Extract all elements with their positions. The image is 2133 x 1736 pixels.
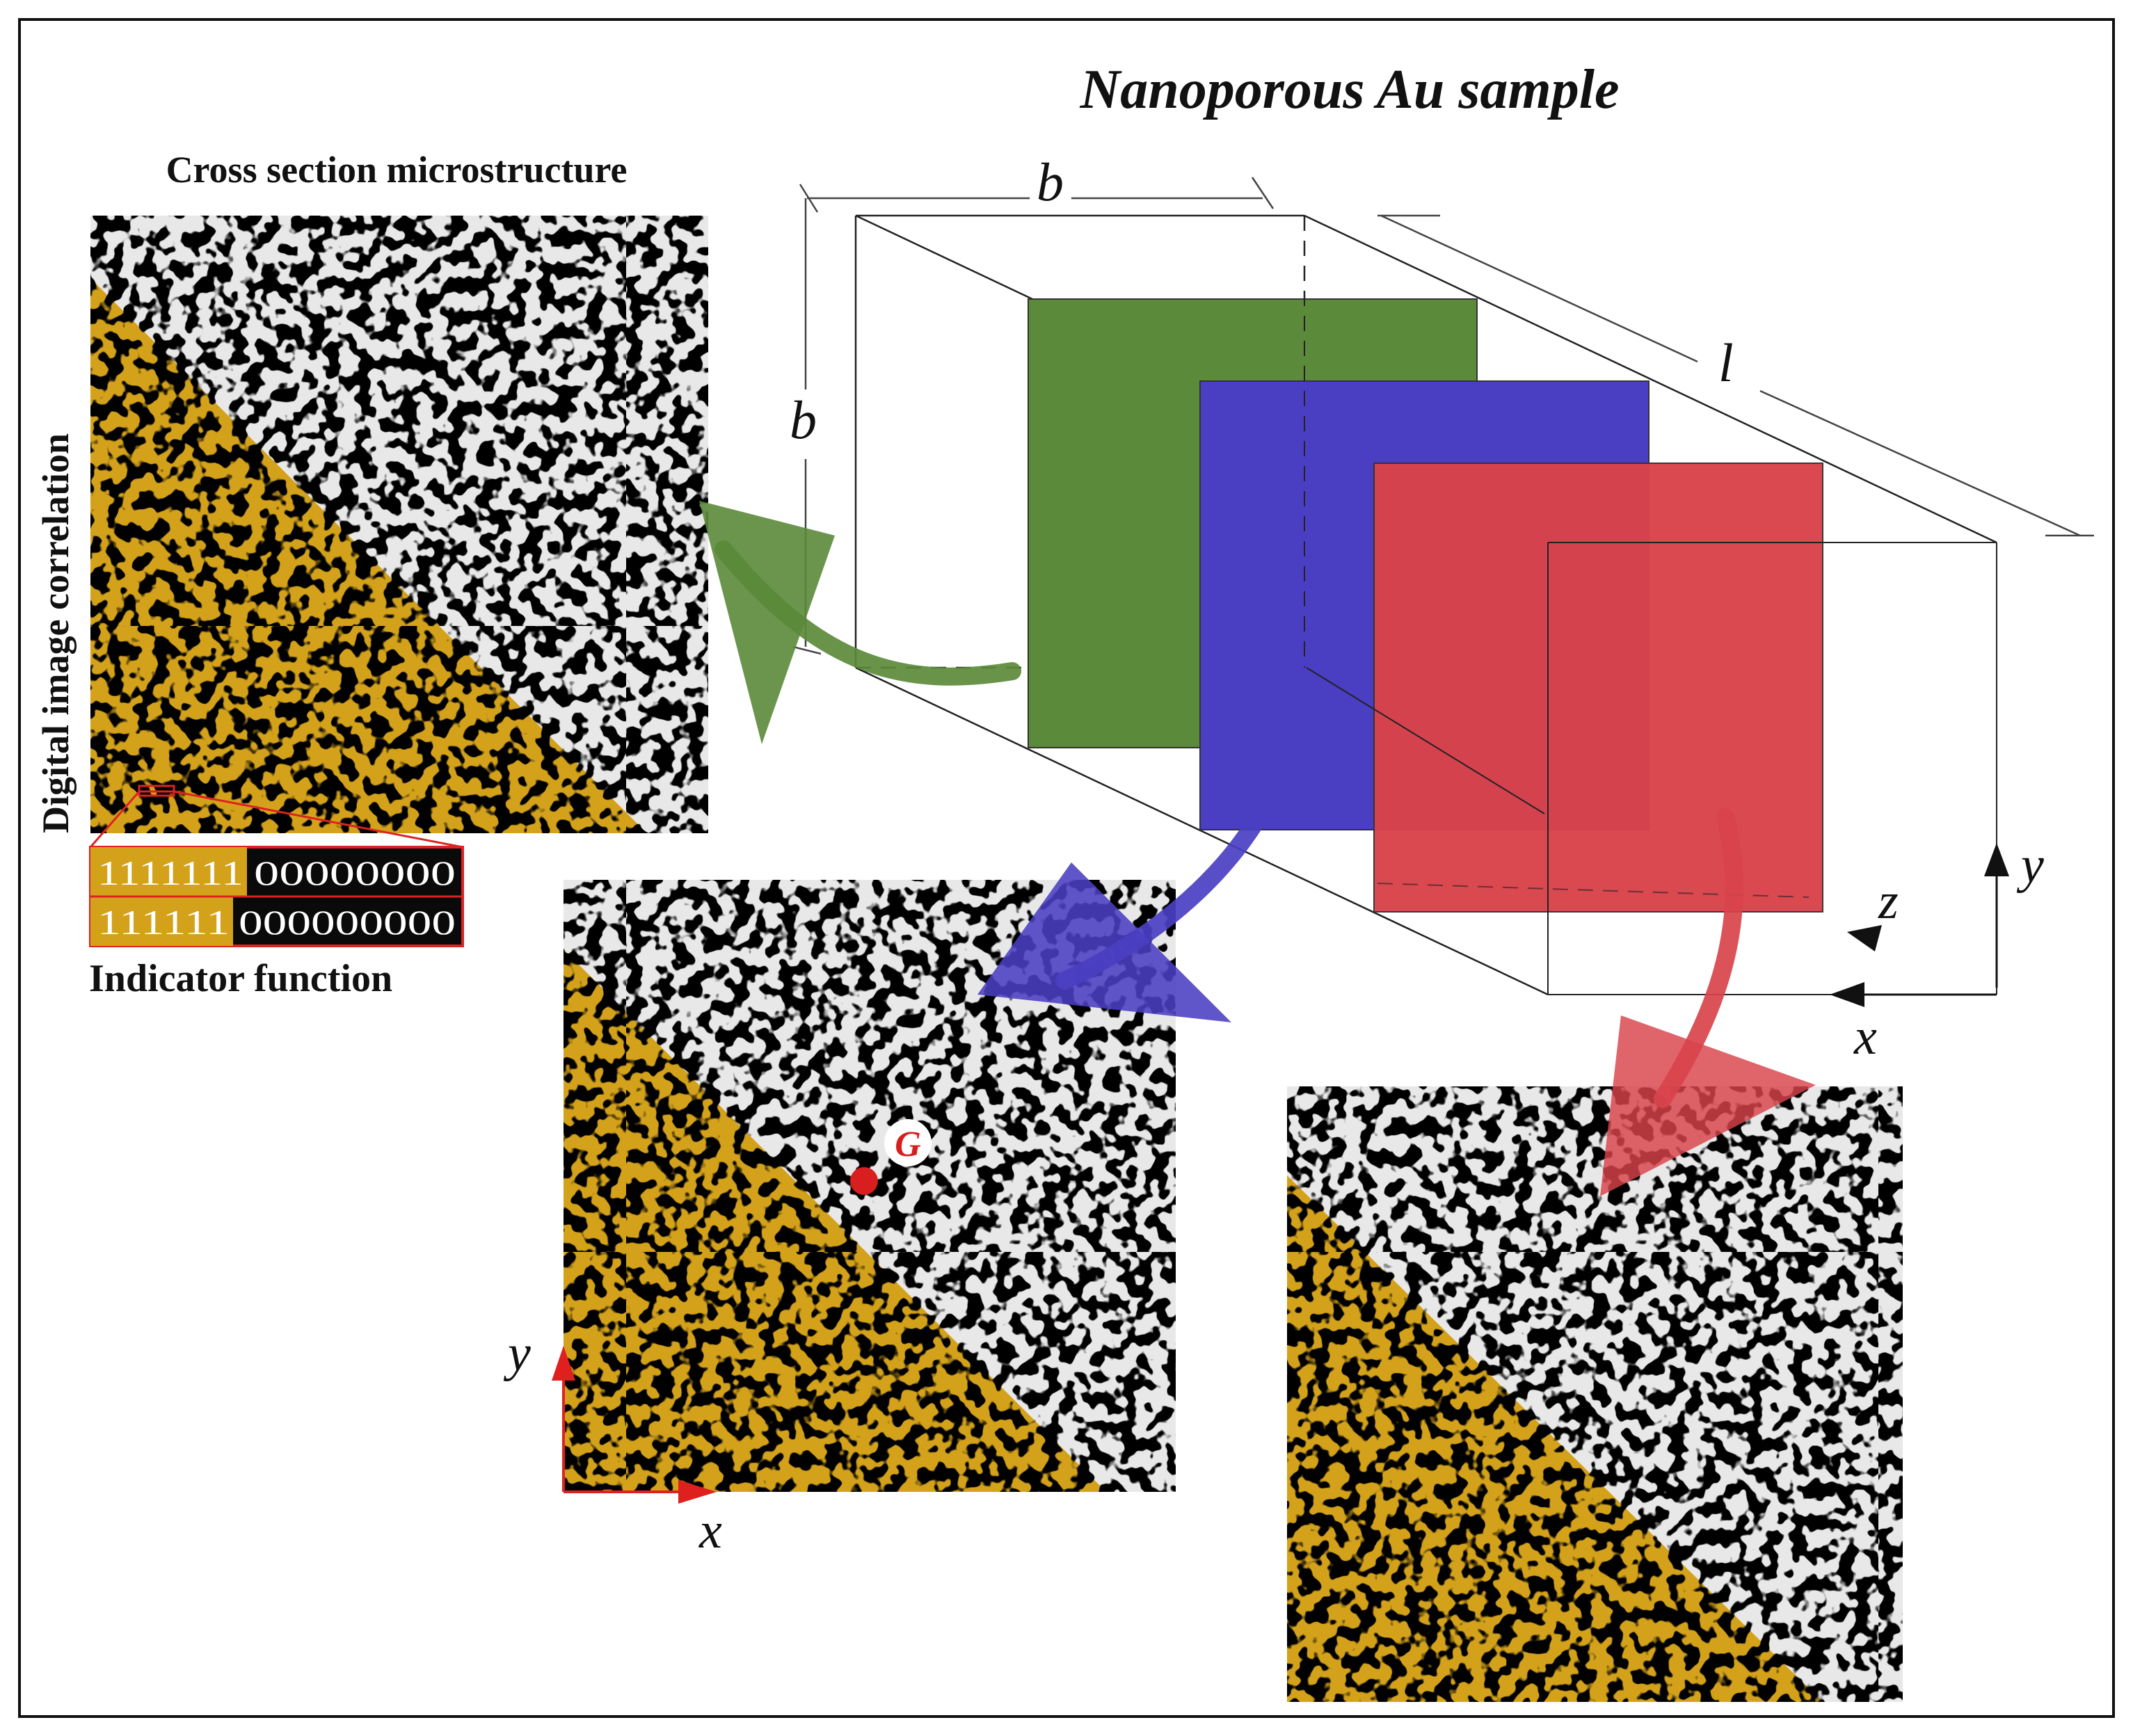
indicator-row1-ones: 1111111 <box>97 853 243 892</box>
cross-section-label: Cross section microstructure <box>166 149 628 191</box>
dimension-width-label: b <box>1037 152 1064 212</box>
figure-border <box>18 18 2115 1718</box>
dimension-height-label: b <box>790 389 817 450</box>
micrograph-panel-red <box>1287 1086 1903 1702</box>
green-arrow <box>699 501 1021 744</box>
blue-arrow <box>977 718 1303 1022</box>
dic-label: Digital image correlation <box>35 433 77 833</box>
axis-3d-z-label: z <box>1878 873 1899 930</box>
indicator-row2-zeros: 000000000 <box>239 903 456 942</box>
axes-3d <box>1830 843 2009 1007</box>
dimension-length-label: l <box>1718 332 1734 393</box>
axis-2d-y-label: y <box>503 1325 531 1382</box>
indicator-row1-zeros: 00000000 <box>254 853 456 892</box>
indicator-row2-ones: 111111 <box>97 903 230 942</box>
indicator-label: Indicator function <box>89 957 392 1000</box>
axes-2d <box>552 1346 717 1504</box>
red-arrow <box>1600 808 1816 1196</box>
axis-3d-y-label: y <box>2016 837 2044 894</box>
point-g-marker <box>850 1119 932 1195</box>
point-g-label: G <box>895 1125 921 1164</box>
indicator-inset <box>89 785 464 947</box>
red-slice <box>1373 463 1823 913</box>
figure-title: Nanoporous Au sample <box>1080 59 1620 120</box>
axis-2d-x-label: x <box>698 1502 722 1559</box>
micrograph-panel-green <box>90 216 708 833</box>
axis-3d-x-label: x <box>1853 1008 1877 1066</box>
